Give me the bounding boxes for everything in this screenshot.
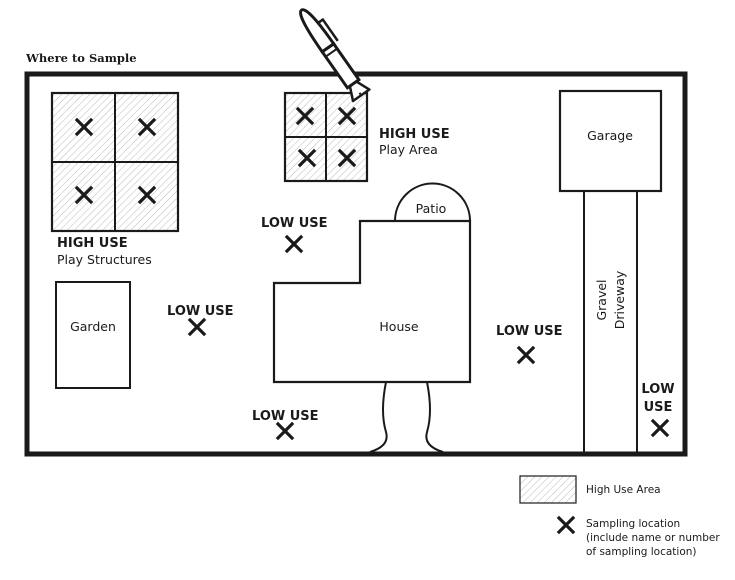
play-area [283,91,369,183]
garden [55,281,131,389]
patio-label: Patio [416,201,447,216]
gravel-driveway [583,191,638,452]
driveway-label-line2: Driveway [612,270,627,329]
garage-building [558,89,663,193]
play-area-use-label: HIGH USE [379,127,450,142]
low-use-label-top: LOW USE [261,216,328,231]
front-walkway [369,381,444,453]
low-use-label-bottom: LOW USE [252,409,319,424]
legend-sampling-line2: (include name or number [586,532,720,544]
play-area-name-label: Play Area [379,142,438,157]
low-use-label-left: LOW USE [167,304,234,319]
garden-label: Garden [70,319,116,334]
pen-icon [299,8,371,103]
legend-sampling-line3: of sampling location) [586,546,697,558]
legend-hatch-swatch [519,475,577,504]
house-label: House [379,319,418,334]
legend-sampling-line1: Sampling location [586,518,680,530]
legend-high-use-label: High Use Area [586,484,661,496]
legend: High Use Area Sampling location (include… [519,475,720,558]
patio [394,182,471,222]
sampling-x-icon [276,422,294,440]
driveway-label-line1: Gravel [594,279,609,320]
sampling-x-icon [651,419,669,437]
low-use-label-edge-1: LOW [641,382,674,397]
diagram-title: Where to Sample [25,51,137,65]
garage-label: Garage [587,128,633,143]
house-building [272,219,472,384]
play-structures-use-label: HIGH USE [57,236,128,251]
low-use-label-edge-2: USE [644,400,673,415]
play-structures-area [50,91,180,233]
low-use-label-right: LOW USE [496,324,563,339]
sampling-x-icon [285,235,303,253]
sampling-x-icon [188,318,206,336]
legend-x-icon [557,516,575,534]
play-structures-name-label: Play Structures [57,252,152,267]
sampling-x-icon [517,346,535,364]
